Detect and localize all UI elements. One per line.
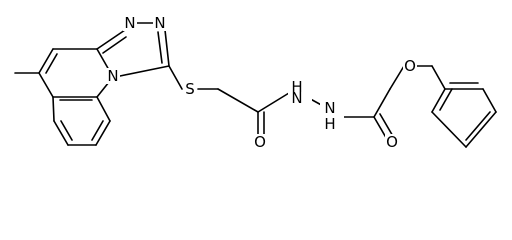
bond-benz-2-double	[91, 120, 104, 141]
bond-benz-1	[96, 96, 111, 122]
atom-label-n: N	[324, 99, 335, 117]
bond-co2-ch2	[373, 88, 391, 118]
atom-s: S	[183, 80, 197, 98]
bond-ph-4	[465, 111, 497, 148]
atom-label-o: O	[386, 133, 398, 151]
atom-label-n: N	[154, 14, 165, 32]
bond-co-nh1	[257, 92, 290, 113]
atom-nh-2: N H	[320, 99, 344, 133]
bond-ch2-o3	[389, 65, 405, 90]
atom-o-1: O	[253, 133, 267, 151]
bond-ph-2	[431, 88, 446, 113]
bond-ph-3	[431, 111, 467, 148]
atom-label-n: N	[291, 89, 302, 107]
bond-benz-5	[52, 96, 55, 122]
atom-n-tri-1: N	[123, 14, 137, 32]
atom-label-o: O	[404, 57, 416, 75]
bond-ph-5	[482, 88, 497, 113]
atom-o-3: O	[403, 57, 417, 75]
atom-label-n: N	[107, 67, 118, 85]
atom-label-s: S	[185, 80, 195, 98]
bond-c3a-n	[96, 48, 110, 71]
atom-label-o: O	[254, 133, 266, 151]
bond-c3a-ntri1-double	[102, 36, 127, 54]
bond-ntri2-c1-double	[157, 31, 163, 64]
atom-n-ring: N	[106, 67, 120, 85]
atom-labels: N N N S H N N H O O	[106, 14, 417, 151]
atom-label-n: N	[124, 14, 135, 32]
atom-nh-1: H N	[288, 78, 312, 107]
molecule-canvas: N N N S H N N H O O	[14, 14, 497, 151]
bond-n-c9a	[96, 81, 110, 98]
bond-ch2-co	[217, 88, 259, 113]
bond-benz-2	[95, 120, 111, 146]
atom-label-h: H	[324, 115, 335, 133]
bond-c3a-ntri1	[96, 29, 126, 50]
bond-c4-c4a	[38, 72, 54, 98]
bond-ph-4-double	[465, 111, 491, 141]
bond-benz-4	[53, 120, 69, 146]
atom-n-tri-2: N	[153, 14, 167, 32]
bond-ph-1	[431, 65, 446, 90]
structure-diagram: N N N S H N N H O O	[14, 14, 497, 151]
bond-c4-c3-double	[45, 53, 58, 74]
bond-benz-4-double	[60, 120, 73, 141]
bond-c1-s	[168, 65, 183, 90]
bond-ntri2-c1	[164, 29, 170, 67]
atom-label-h: H	[291, 78, 302, 96]
bond-lines	[14, 22, 497, 148]
bond-ph-2-double	[439, 88, 453, 111]
bond-c1-n	[119, 65, 170, 77]
bond-c4-c3	[38, 48, 54, 74]
atom-o-2: O	[385, 133, 399, 151]
